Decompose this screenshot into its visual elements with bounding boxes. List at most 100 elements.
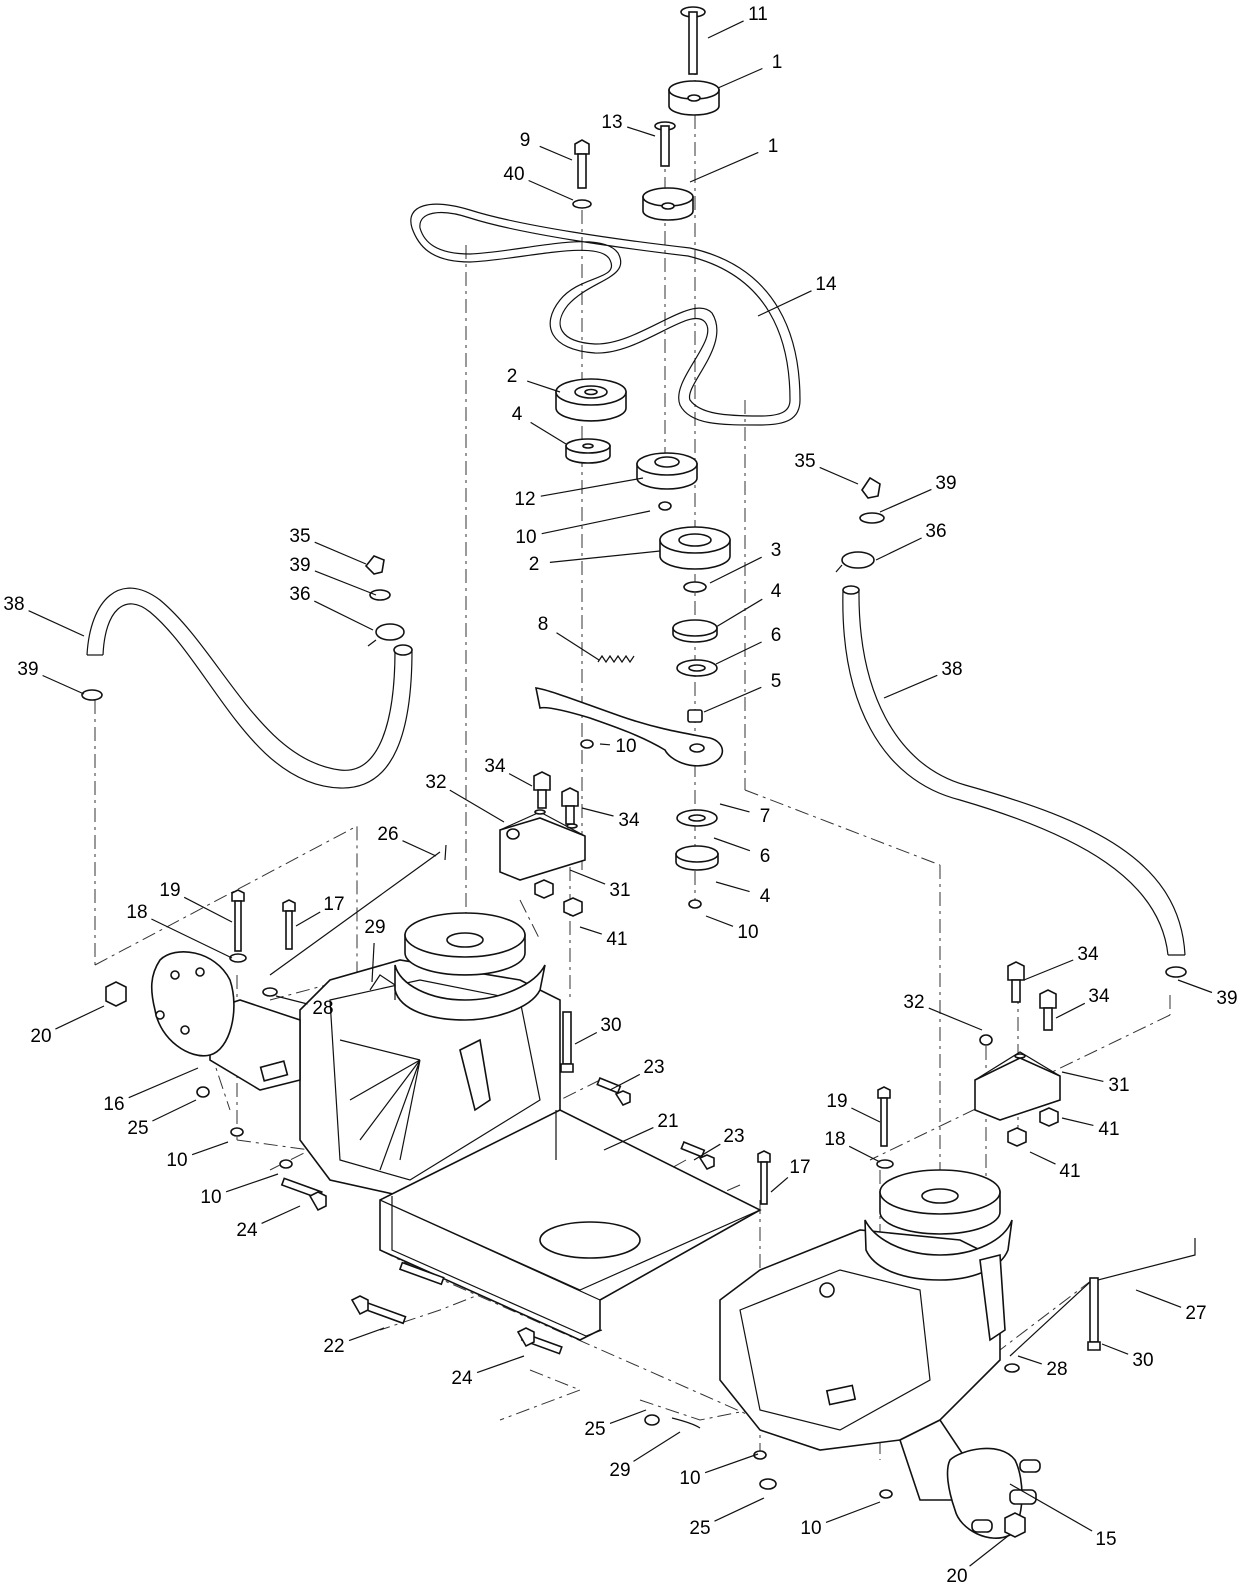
bolt-23-b [680, 1141, 715, 1171]
nut-10-c [688, 899, 702, 909]
callout-label-c23a: 23 [643, 1057, 664, 1078]
callout-leader-c41c [1029, 1151, 1056, 1165]
callout-label-c41c: 41 [1059, 1161, 1080, 1182]
nut-10-b [580, 739, 594, 749]
input-pulley-right [879, 1169, 1001, 1235]
callout-leader-c22 [348, 1327, 385, 1342]
flat-idler-pulley-top [668, 80, 720, 116]
nut-10-e [279, 1159, 293, 1169]
pulleys [555, 378, 731, 723]
hoses [81, 476, 1187, 978]
idler-arm-7 [534, 687, 724, 767]
nut-32-a [506, 828, 520, 840]
callout-label-c10d: 10 [166, 1150, 187, 1171]
callout-leader-c20b [969, 1535, 1009, 1567]
callout-label-c8: 8 [538, 614, 549, 635]
rod-27 [1009, 1238, 1196, 1357]
callout-leader-c40 [528, 179, 574, 201]
callout-label-c19b: 19 [826, 1091, 847, 1112]
idler-hardware [572, 6, 720, 221]
nut-20-b [1004, 1512, 1026, 1538]
callout-label-c26: 26 [377, 824, 398, 845]
bolt-19-b [877, 1086, 891, 1147]
callout-label-c25a: 25 [127, 1118, 148, 1139]
callout-label-c25b: 25 [584, 1419, 605, 1440]
callout-leader-c10d [191, 1141, 229, 1156]
callout-leader-c5 [703, 686, 762, 713]
nut-25-b [644, 1414, 660, 1426]
callout-leader-c1a [717, 67, 763, 89]
washer-40 [572, 199, 592, 209]
callout-leader-c4c [715, 881, 750, 893]
callout-label-c10b: 10 [615, 736, 636, 757]
callout-label-c30a: 30 [600, 1015, 621, 1036]
washer-28-b [1004, 1363, 1020, 1373]
callout-leader-c34d [1055, 1002, 1086, 1019]
callout-leader-c34a [508, 773, 533, 787]
callout-leader-c34c [1023, 959, 1074, 981]
callout-label-c23b: 23 [723, 1126, 744, 1147]
callout-leader-c25a [152, 1099, 197, 1122]
callout-leader-c12 [540, 477, 644, 497]
washer-18-b [876, 1159, 894, 1169]
callout-label-c18b: 18 [824, 1129, 845, 1150]
spacer-upper [565, 438, 611, 464]
callout-leader-c32b [928, 1007, 983, 1031]
callout-label-c10f: 10 [679, 1468, 700, 1489]
callout-label-c36b: 36 [925, 521, 946, 542]
callout-leader-c20a [55, 1005, 105, 1030]
lever-arm-right [979, 1253, 1006, 1342]
callout-leader-c4b [715, 598, 763, 628]
bolt-30-b [1087, 1277, 1101, 1351]
callout-label-c20b: 20 [946, 1566, 967, 1587]
callout-leader-c29a [371, 942, 375, 983]
v-idler-pulley-upper [555, 378, 627, 422]
callout-label-c22: 22 [323, 1336, 344, 1357]
callout-leader-c30b [1101, 1343, 1129, 1355]
callout-label-c17a: 17 [323, 894, 344, 915]
cooling-fan-left [394, 964, 546, 1021]
callout-leader-c2b [549, 550, 661, 563]
right-hardware [350, 974, 1196, 1538]
clamp-36-left [367, 623, 405, 647]
callout-leader-c21 [603, 1127, 654, 1151]
bracket-31-right [974, 961, 1061, 1147]
nut-25-c [759, 1478, 777, 1490]
flange-nut-41-a1 [534, 879, 554, 899]
spacer-4-b [672, 619, 718, 643]
callout-leader-c39a [314, 570, 377, 596]
callout-label-c5: 5 [771, 671, 782, 692]
callout-label-c39c: 39 [935, 473, 956, 494]
input-pulley-left [404, 912, 526, 976]
callout-label-c24a: 24 [236, 1220, 258, 1241]
callout-label-c7: 7 [760, 806, 771, 827]
hose-38-left-a [86, 587, 396, 771]
callout-leader-c38b [883, 674, 938, 699]
callout-label-c9: 9 [520, 130, 531, 151]
callout-leader-c10c [705, 915, 734, 927]
callout-leader-c10e [225, 1173, 279, 1193]
bolt-24-a [280, 1177, 327, 1212]
callout-leader-c11 [707, 20, 744, 39]
callout-leader-c39c [879, 488, 932, 513]
bolt-19-a [231, 889, 245, 952]
callout-leader-c14 [757, 290, 812, 317]
callout-leader-c35a [314, 541, 367, 565]
callout-leader-c15 [1009, 1483, 1093, 1532]
bolt-17-b [757, 1150, 771, 1205]
callout-leader-c13 [627, 126, 656, 137]
fitting-35-left [364, 555, 385, 575]
washer-18-a [229, 953, 247, 963]
callout-label-c6b: 6 [760, 846, 771, 867]
callout-label-c18a: 18 [126, 902, 147, 923]
callout-leader-c39b [42, 674, 85, 695]
callout-label-c31a: 31 [609, 880, 630, 901]
callout-label-c35b: 35 [794, 451, 815, 472]
callout-label-c2a: 2 [507, 366, 518, 387]
transaxle-right [719, 1169, 1041, 1539]
callout-label-c39d: 39 [1216, 988, 1237, 1009]
washer-6-a [676, 659, 718, 677]
callout-leader-c16 [128, 1067, 199, 1099]
callout-leader-c29b [633, 1431, 681, 1462]
hose-38-left-b [102, 603, 413, 789]
